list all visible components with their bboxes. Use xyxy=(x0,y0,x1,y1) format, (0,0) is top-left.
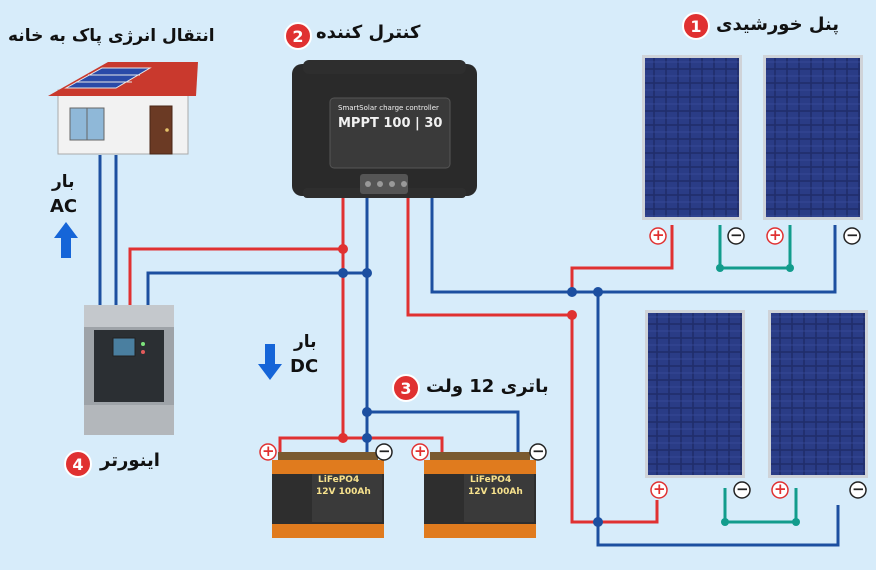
arrow-up-icon xyxy=(54,222,78,258)
wire-top-panels-negative xyxy=(598,225,837,294)
inverter-device xyxy=(84,305,174,435)
junction-dot xyxy=(786,264,794,272)
minus-glyph: − xyxy=(736,480,749,498)
dc-load-word: بار xyxy=(294,332,317,352)
wire-top-panels-positive xyxy=(570,225,674,292)
controller-model: MPPT 100 | 30 xyxy=(338,116,443,131)
battery xyxy=(272,452,384,538)
controller-label: کنترل کننده xyxy=(316,22,421,43)
batteries xyxy=(272,452,536,538)
solar-panel-label: پنل خورشیدی xyxy=(716,14,840,35)
junction-dot xyxy=(338,433,348,443)
junction-dot xyxy=(338,268,348,278)
solar-panel xyxy=(642,55,742,220)
battery-brand: LiFePO4 xyxy=(318,475,360,485)
house-icon xyxy=(48,62,198,155)
wire-top-link xyxy=(718,225,792,270)
solar-panel xyxy=(645,310,745,478)
junction-dot xyxy=(721,518,729,526)
plus-glyph: + xyxy=(653,480,666,498)
solar-panels xyxy=(642,55,868,478)
plus-terminal-icon xyxy=(650,481,668,499)
minus-terminal-icon xyxy=(529,443,547,461)
battery-label: باتری 12 ولت xyxy=(426,376,549,397)
plus-glyph: + xyxy=(774,480,787,498)
ac-load-label: AC xyxy=(50,196,78,217)
plus-glyph: + xyxy=(414,442,427,460)
charge-controller xyxy=(292,60,477,198)
wires xyxy=(98,155,840,547)
junction-dot xyxy=(792,518,800,526)
terminals xyxy=(259,227,867,499)
battery-spec: 12V 100Ah xyxy=(316,487,371,497)
wire-bottom-link xyxy=(723,488,798,524)
controller-badge: 2 xyxy=(284,22,312,50)
solar-panel xyxy=(763,55,863,220)
wire-inverter-negative xyxy=(146,271,367,305)
wire-battery-positive-bus-2 xyxy=(343,436,444,452)
wire-pv-negative xyxy=(430,195,840,547)
minus-terminal-icon xyxy=(375,443,393,461)
battery-spec: 12V 100Ah xyxy=(468,487,523,497)
wire-battery-positive-bus xyxy=(278,436,343,452)
minus-terminal-icon xyxy=(733,481,751,499)
junction-dot xyxy=(362,407,372,417)
junction-dot xyxy=(567,287,577,297)
junction-dot xyxy=(362,268,372,278)
minus-terminal-icon xyxy=(843,227,861,245)
plus-terminal-icon xyxy=(649,227,667,245)
junctions xyxy=(338,244,800,527)
minus-terminal-icon xyxy=(849,481,867,499)
plus-terminal-icon xyxy=(771,481,789,499)
junction-dot xyxy=(716,264,724,272)
plus-terminal-icon xyxy=(259,443,277,461)
inverter-badge: 4 xyxy=(64,450,92,478)
solar-panel-badge: 1 xyxy=(682,12,710,40)
wire-pv-positive xyxy=(406,195,659,524)
plus-terminal-icon xyxy=(766,227,784,245)
plus-glyph: + xyxy=(769,226,782,244)
minus-glyph: − xyxy=(852,480,865,498)
transfer-label: انتقال انرژی پاک به خانه xyxy=(8,26,215,46)
dc-load-label: DC xyxy=(290,356,319,377)
wire-battery-negative-bus xyxy=(367,410,520,452)
minus-glyph: − xyxy=(846,226,859,244)
battery-brand: LiFePO4 xyxy=(470,475,512,485)
wire-inverter-positive xyxy=(128,247,343,305)
minus-glyph: − xyxy=(730,226,743,244)
inverter-label: اینورتر xyxy=(100,450,160,471)
minus-glyph: − xyxy=(378,442,391,460)
arrow-down-icon xyxy=(258,344,282,380)
ac-load-word: بار xyxy=(52,172,75,192)
solar-panel xyxy=(768,310,868,478)
minus-glyph: − xyxy=(532,442,545,460)
junction-dot xyxy=(593,517,603,527)
junction-dot xyxy=(593,287,603,297)
battery-badge: 3 xyxy=(392,374,420,402)
plus-glyph: + xyxy=(262,442,275,460)
junction-dot xyxy=(338,244,348,254)
controller-brand: SmartSolar charge controller xyxy=(338,104,439,112)
battery xyxy=(424,452,536,538)
minus-terminal-icon xyxy=(727,227,745,245)
junction-dot xyxy=(567,310,577,320)
plus-terminal-icon xyxy=(411,443,429,461)
junction-dot xyxy=(362,433,372,443)
plus-glyph: + xyxy=(652,226,665,244)
